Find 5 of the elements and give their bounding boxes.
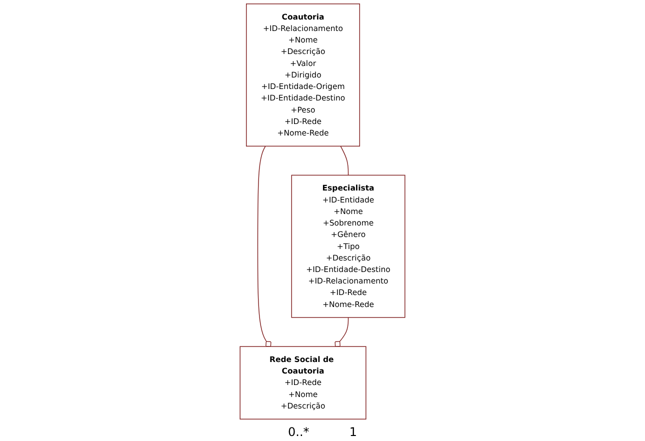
connector: [340, 146, 349, 176]
multiplicity-label: 1: [349, 425, 357, 439]
connector: [334, 317, 349, 347]
multiplicity-label: 0..*: [288, 425, 310, 439]
connector: [257, 146, 272, 347]
